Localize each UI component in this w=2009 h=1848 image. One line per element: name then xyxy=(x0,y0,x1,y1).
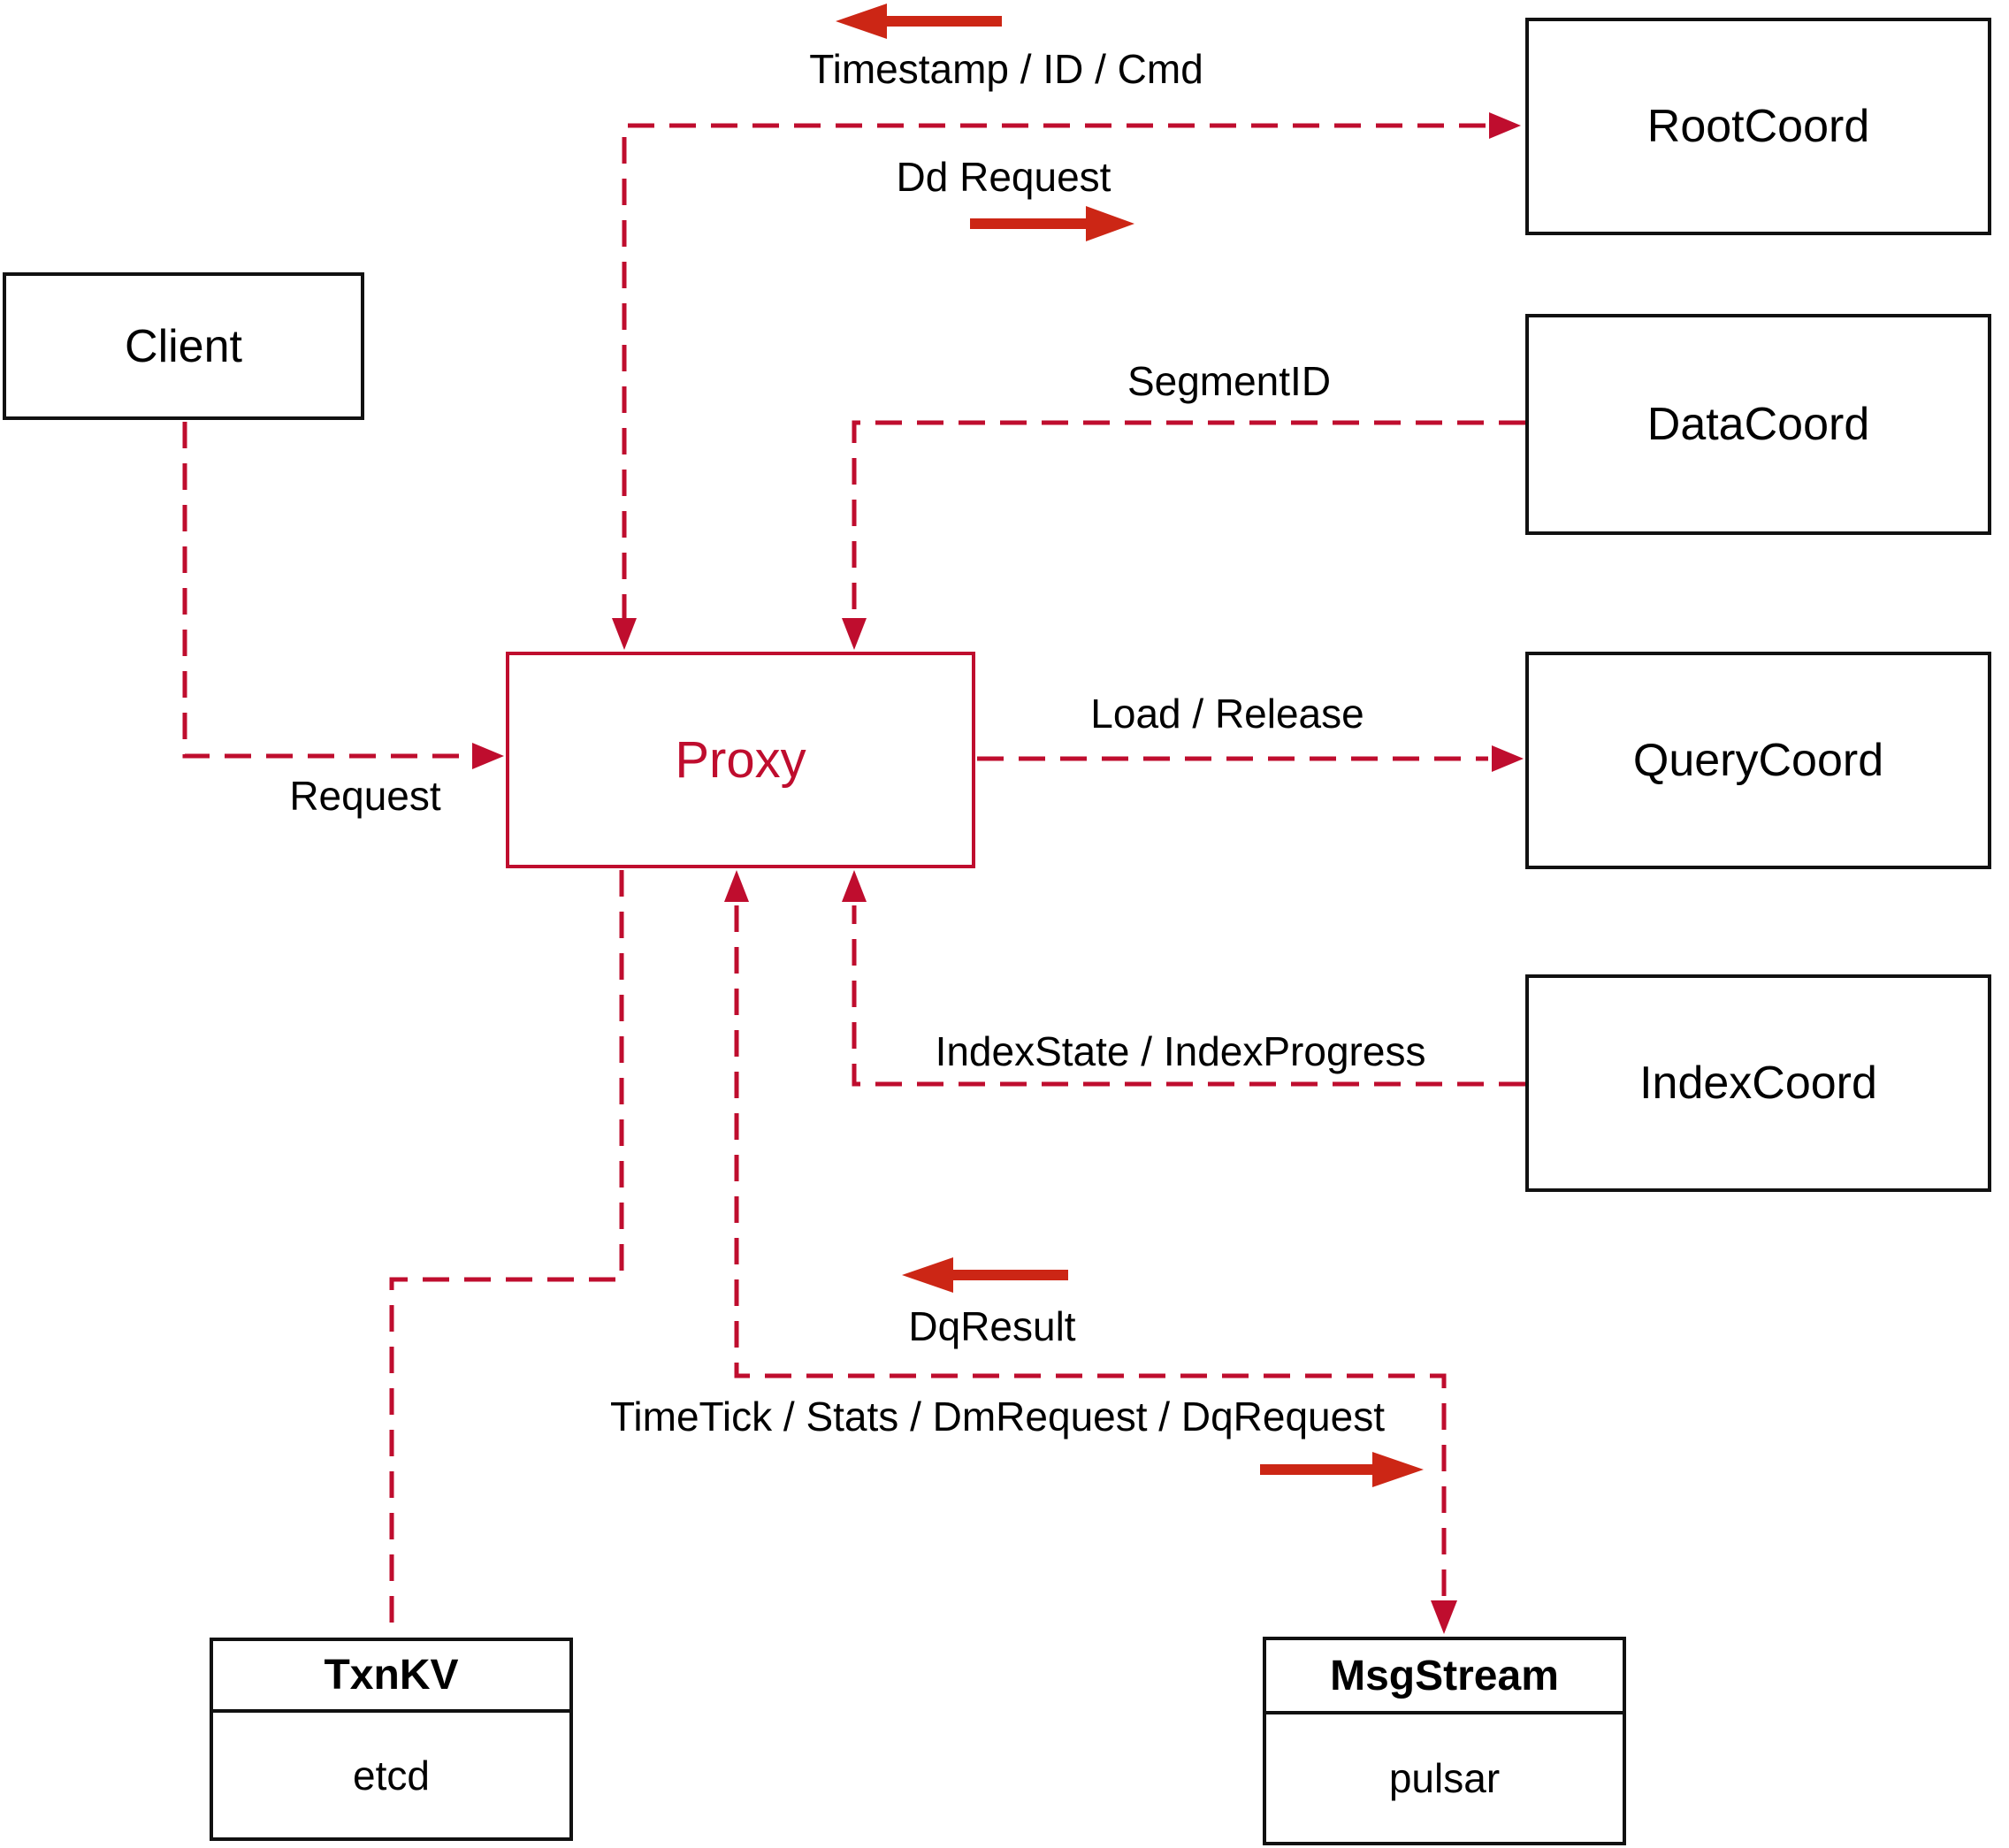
node-msgstream-title: MsgStream xyxy=(1266,1640,1623,1714)
node-client-label: Client xyxy=(125,320,242,372)
arrowhead-into-rootcoord xyxy=(1489,112,1521,139)
edge-proxy-msgstream xyxy=(734,905,1447,1597)
edge-label-dq-result: DqResult xyxy=(908,1303,1076,1349)
edge-client-proxy xyxy=(182,422,469,759)
node-msgstream-impl: pulsar xyxy=(1388,1755,1501,1801)
direction-arrow-left-dqresult xyxy=(902,1257,1068,1293)
edge-label-dd-request: Dd Request xyxy=(896,154,1111,200)
edge-indexcoord-proxy xyxy=(852,905,1525,1087)
node-indexcoord-label: IndexCoord xyxy=(1639,1058,1877,1109)
edge-label-index-state: IndexState / IndexProgress xyxy=(935,1028,1426,1074)
node-indexcoord: IndexCoord xyxy=(1525,974,1991,1192)
direction-arrow-left-timestamp xyxy=(836,4,1002,39)
node-datacoord-label: DataCoord xyxy=(1646,399,1870,450)
arrowhead-into-querycoord xyxy=(1492,745,1524,772)
arrowhead-into-proxy-top-right xyxy=(842,618,867,650)
edge-label-request: Request xyxy=(289,773,441,819)
edge-proxy-txnkv xyxy=(389,870,624,1634)
node-proxy-label: Proxy xyxy=(675,731,806,789)
node-querycoord-label: QueryCoord xyxy=(1632,735,1884,786)
arrowhead-into-proxy-bottom-left xyxy=(724,870,749,902)
edge-label-timestamp-id-cmd: Timestamp / ID / Cmd xyxy=(809,46,1203,92)
node-txnkv-impl: etcd xyxy=(353,1752,430,1798)
arrowhead-into-proxy-bottom-right xyxy=(842,870,867,902)
edge-label-load-release: Load / Release xyxy=(1090,691,1364,737)
node-txnkv-title: TxnKV xyxy=(213,1641,569,1713)
node-querycoord: QueryCoord xyxy=(1525,652,1991,869)
node-proxy: Proxy xyxy=(506,652,975,868)
node-client: Client xyxy=(3,272,364,420)
node-rootcoord-label: RootCoord xyxy=(1646,101,1870,152)
edge-datacoord-proxy xyxy=(852,420,1525,644)
node-txnkv: TxnKV etcd xyxy=(210,1638,573,1841)
node-datacoord: DataCoord xyxy=(1525,314,1991,535)
node-msgstream: MsgStream pulsar xyxy=(1263,1637,1626,1845)
edge-label-segment-id: SegmentID xyxy=(1127,358,1332,404)
arrowhead-into-proxy-top-left xyxy=(612,618,637,650)
arrowhead-into-proxy-left xyxy=(472,743,504,769)
edge-label-time-tick: TimeTick / Stats / DmRequest / DqRequest xyxy=(610,1394,1385,1439)
direction-arrow-right-dd-request xyxy=(970,206,1134,241)
node-rootcoord: RootCoord xyxy=(1525,18,1991,235)
edge-proxy-rootcoord xyxy=(622,123,1486,644)
direction-arrow-right-timetick xyxy=(1260,1452,1424,1487)
arrowhead-into-msgstream xyxy=(1431,1600,1457,1634)
